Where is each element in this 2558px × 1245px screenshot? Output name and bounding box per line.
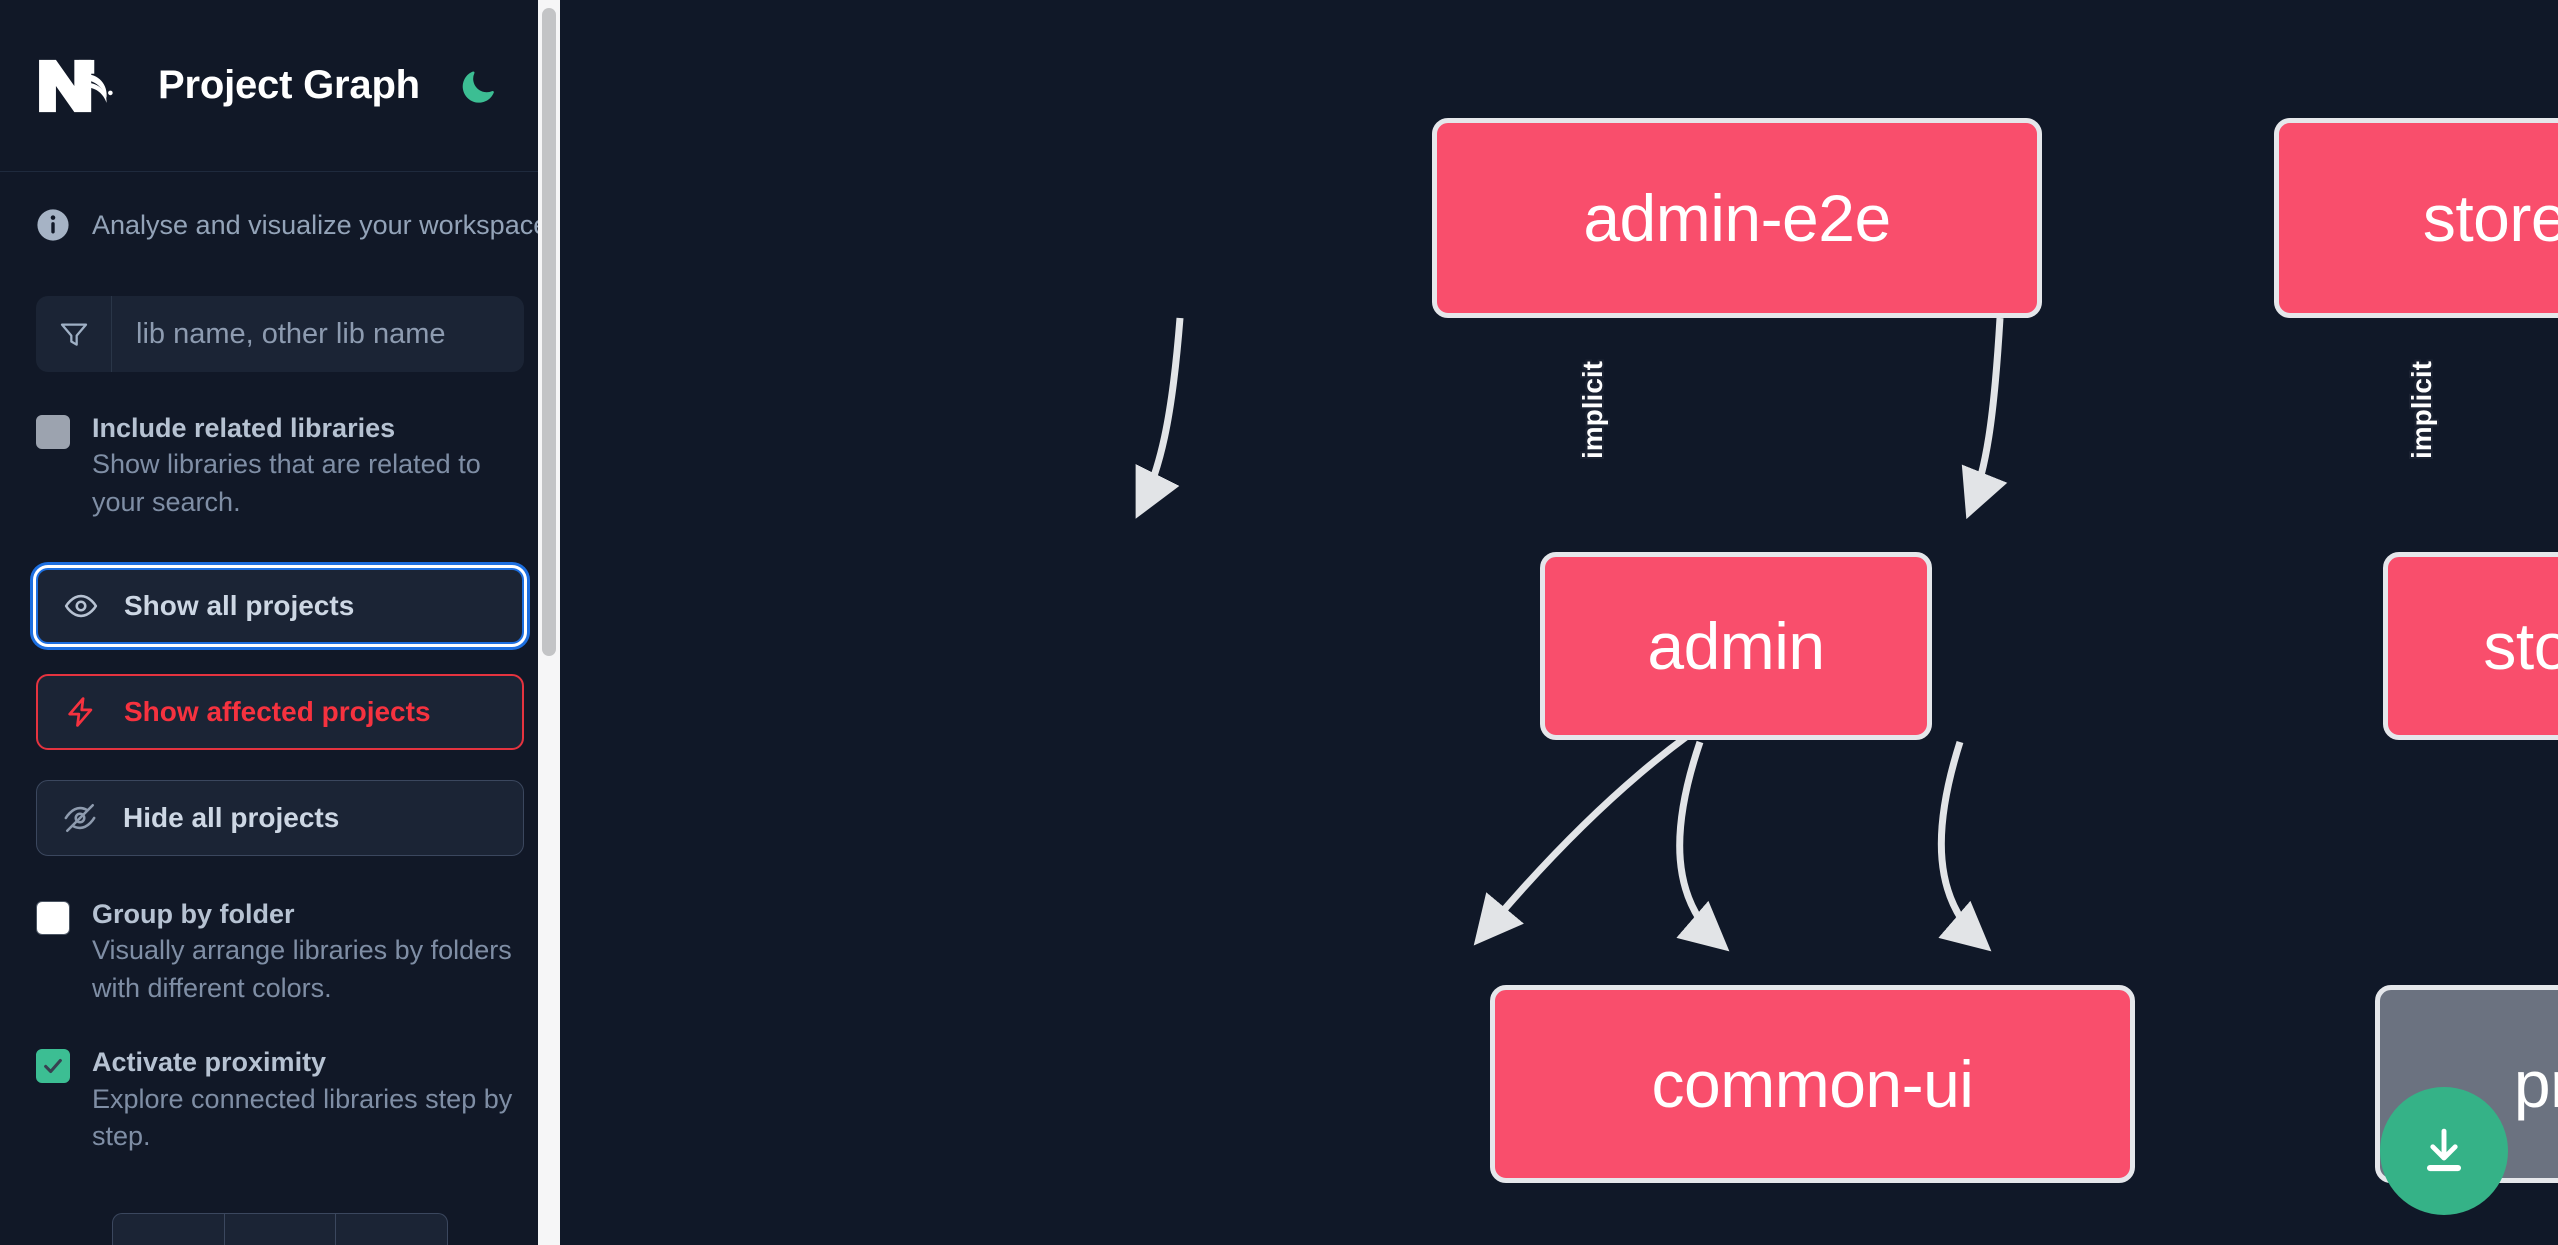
option-group-by-folder[interactable]: Group by folder Visually arrange librari… [0, 896, 560, 1008]
nx-logo-icon [36, 56, 128, 116]
checkbox-icon[interactable] [36, 415, 70, 449]
node-label: common-ui [1651, 1047, 1974, 1121]
checkbox-icon[interactable] [36, 901, 70, 936]
segment-option-2[interactable] [225, 1214, 337, 1245]
edge-label-implicit-store: implicit [2406, 360, 2437, 460]
sidebar-scrollbar-track[interactable] [538, 0, 560, 1245]
show-affected-projects-button[interactable]: Show affected projects [36, 674, 524, 751]
projects-button-group: Show all projects Show affected projects… [36, 568, 524, 857]
option-description: Show libraries that are related to your … [92, 449, 481, 518]
edge-admin-to-common-ui [1676, 740, 1730, 952]
node-label: admin [1647, 609, 1825, 683]
eye-off-icon [64, 804, 96, 833]
graph-node-store[interactable]: store [2383, 552, 2558, 740]
eye-icon [64, 594, 98, 618]
node-label: store [2483, 609, 2558, 683]
moon-icon[interactable] [460, 67, 498, 105]
option-title: Activate proximity [92, 1047, 327, 1078]
bottom-segmented-control[interactable] [112, 1213, 448, 1245]
filter-funnel-icon [36, 296, 112, 372]
hide-all-projects-button[interactable]: Hide all projects [36, 780, 524, 857]
analyse-info-row: Analyse and visualize your workspace. [0, 172, 560, 242]
show-affected-projects-label: Show affected projects [124, 696, 431, 728]
page-title: Project Graph [158, 63, 420, 107]
segment-option-1[interactable] [113, 1214, 225, 1245]
option-include-related-libraries[interactable]: Include related libraries Show libraries… [0, 410, 560, 522]
graph-node-admin[interactable]: admin [1540, 552, 1932, 740]
checkbox-checked-icon[interactable] [36, 1049, 70, 1084]
show-all-projects-label: Show all projects [124, 590, 355, 622]
option-description: Explore connected libraries step by step… [92, 1083, 513, 1152]
graph-node-admin-e2e[interactable]: admin-e2e [1432, 118, 2042, 318]
search-input[interactable] [112, 296, 524, 372]
node-label: admin-e2e [1583, 181, 1891, 255]
project-graph-canvas[interactable]: implicit implicit admin-e2e store-e2e ad… [560, 0, 2558, 1245]
hide-all-projects-label: Hide all projects [123, 802, 340, 834]
segment-option-3[interactable] [336, 1214, 447, 1245]
node-label: products [2513, 1047, 2558, 1121]
analyse-info-text: Analyse and visualize your workspace. [92, 209, 556, 240]
download-button[interactable] [2380, 1087, 2508, 1215]
lightning-bolt-icon [68, 697, 93, 727]
sidebar-scrollbar-thumb[interactable] [542, 8, 556, 656]
download-icon [2426, 1128, 2462, 1172]
option-title: Include related libraries [92, 413, 396, 443]
edge-label-implicit-admin: implicit [1577, 360, 1608, 460]
show-all-projects-button[interactable]: Show all projects [36, 568, 524, 645]
info-icon [36, 208, 70, 242]
edge-store-to-products [1937, 740, 1992, 952]
edge-admin-e2e-to-admin [1135, 317, 1184, 519]
graph-node-store-e2e[interactable]: store-e2e [2274, 118, 2558, 318]
option-description: Visually arrange libraries by folders wi… [92, 935, 512, 1004]
option-activate-proximity[interactable]: Activate proximity Explore connected lib… [0, 1044, 560, 1156]
sidebar-header: Project Graph [0, 0, 560, 172]
search-field-wrapper[interactable] [36, 296, 524, 372]
option-title: Group by folder [92, 899, 295, 930]
node-label: store-e2e [2422, 181, 2558, 255]
edge-store-e2e-to-store [1961, 317, 2008, 520]
sidebar: Project Graph Analyse and visualize your… [0, 0, 560, 1245]
graph-node-common-ui[interactable]: common-ui [1490, 985, 2135, 1183]
